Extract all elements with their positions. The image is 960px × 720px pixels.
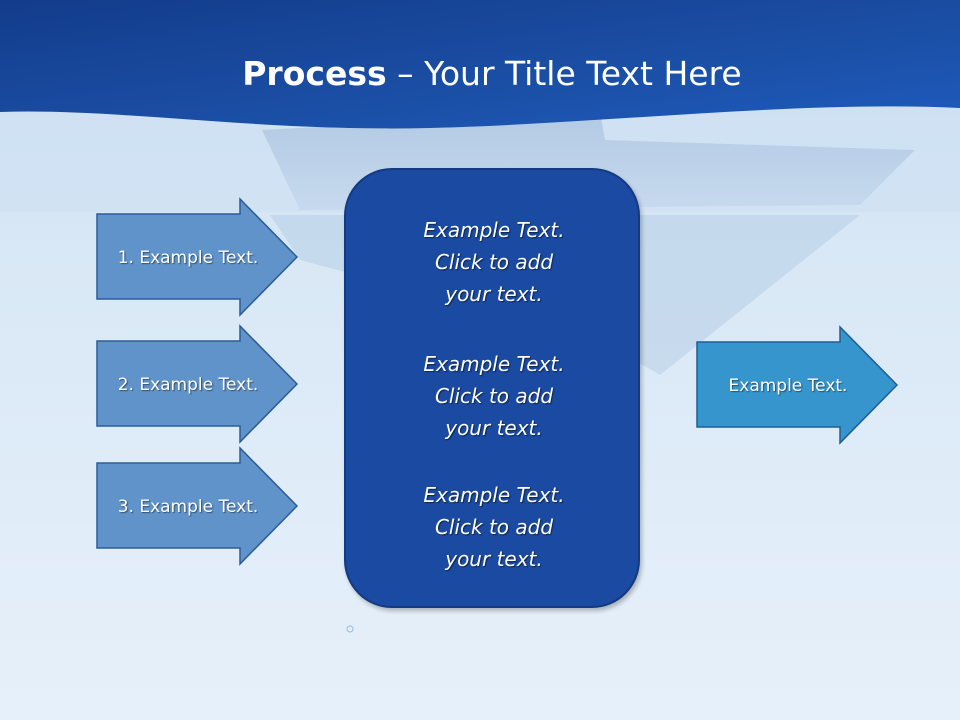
output-arrow-label: Example Text. bbox=[728, 375, 848, 396]
arrow-shape bbox=[696, 325, 899, 445]
center-text-line: Example Text. bbox=[423, 218, 565, 242]
output-arrow: Example Text. bbox=[696, 325, 900, 445]
arrow-shape bbox=[96, 197, 299, 317]
arrow-shape bbox=[96, 446, 299, 566]
center-text-line: Click to add bbox=[434, 515, 554, 539]
arrow-shape bbox=[96, 324, 299, 444]
center-text-line: your text. bbox=[445, 282, 543, 306]
center-text-line: your text. bbox=[445, 416, 543, 440]
slide-title: Process – Your Title Text Here bbox=[0, 52, 960, 96]
title-bold: Process bbox=[242, 54, 387, 93]
center-process-box: Example Text. Click to add your text. Ex… bbox=[344, 168, 640, 608]
center-text-block-3: Example Text. Click to add your text. bbox=[346, 479, 642, 575]
center-text-block-2: Example Text. Click to add your text. bbox=[346, 348, 642, 444]
input-arrow-3: 3. Example Text. bbox=[96, 446, 300, 566]
title-rest: – Your Title Text Here bbox=[386, 54, 742, 93]
input-arrow-label: 2. Example Text. bbox=[117, 374, 259, 395]
center-text-line: Example Text. bbox=[423, 483, 565, 507]
input-arrow-label: 3. Example Text. bbox=[117, 496, 259, 517]
input-arrow-1: 1. Example Text. bbox=[96, 197, 300, 317]
input-arrow-2: 2. Example Text. bbox=[96, 324, 300, 444]
center-text-line: Click to add bbox=[434, 250, 554, 274]
input-arrow-label: 1. Example Text. bbox=[117, 247, 259, 268]
center-text-line: your text. bbox=[445, 547, 543, 571]
center-text-block-1: Example Text. Click to add your text. bbox=[346, 214, 642, 310]
center-text-line: Click to add bbox=[434, 384, 554, 408]
center-text-line: Example Text. bbox=[423, 352, 565, 376]
